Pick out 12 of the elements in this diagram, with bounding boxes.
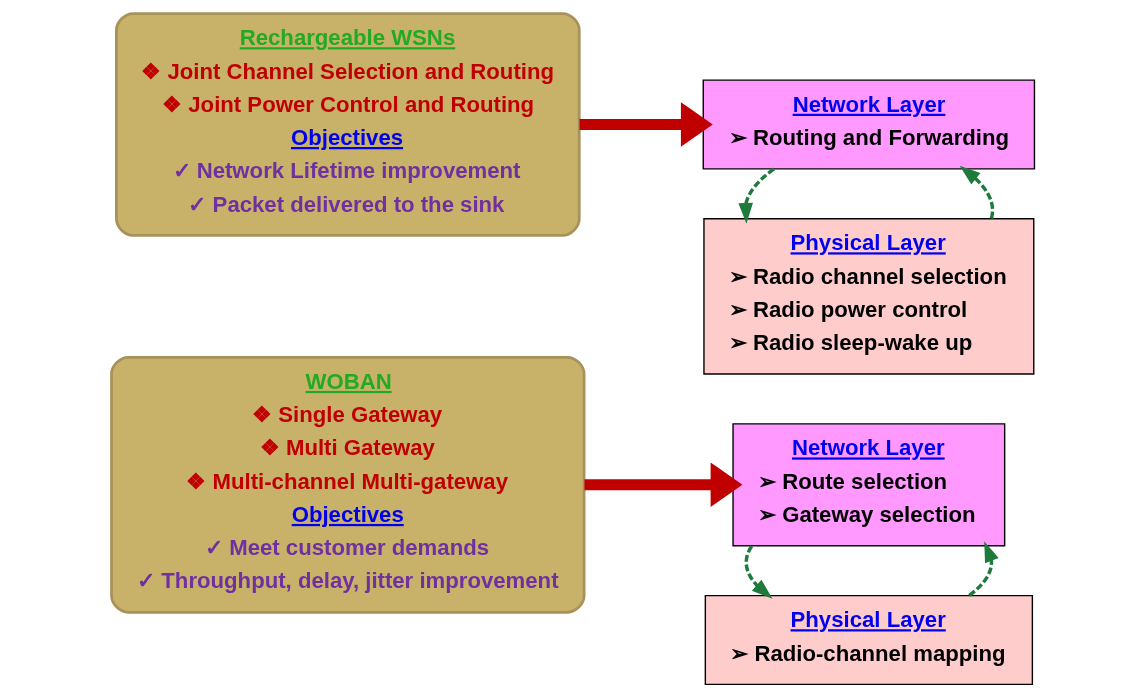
node-box: WOBAN ❖ Single Gateway ❖ Multi Gateway ❖ Multi-channel Multi-gateway Objectives ✓ Meet customer demands ✓ Throughput, delay, jitter improvement <box>109 355 585 614</box>
node-box: Physical Layer ➢ Radio channel selection ➢ Radio power control ➢ Radio sleep-wake up <box>702 218 1034 375</box>
arrow <box>737 167 775 224</box>
node-box: Network Layer ➢ Routing and Forwarding <box>702 79 1035 170</box>
arrow <box>959 165 994 219</box>
node-box: Network Layer ➢ Route selection ➢ Gateway selection <box>731 423 1005 547</box>
node-box: Physical Layer ➢ Radio-channel mapping <box>704 594 1033 686</box>
arrow <box>967 541 999 597</box>
node-box: Rechargeable WSNs ❖ Joint Channel Selection and Routing ❖ Joint Power Control and Routing Objectives ✓ Network Lifetime improvement ✓ Packet delivered to the sink <box>114 12 581 237</box>
arrow <box>579 102 713 147</box>
arrow <box>583 462 742 508</box>
arrow <box>744 545 772 599</box>
